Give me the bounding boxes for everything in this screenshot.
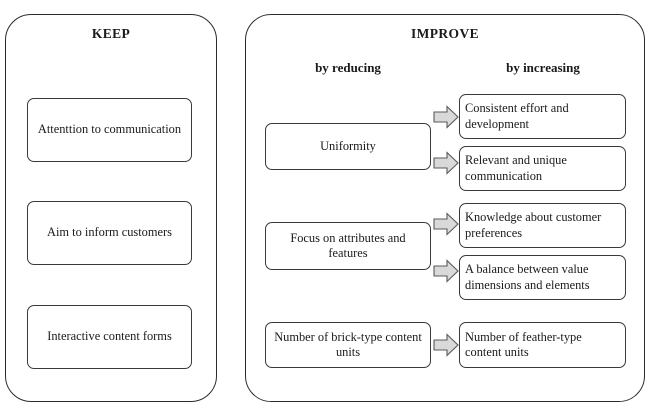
increase-item-label: Relevant and unique communication bbox=[465, 153, 567, 183]
column-heading-by-reducing: by reducing bbox=[315, 60, 381, 75]
column-heading-by-increasing: by increasing bbox=[506, 60, 580, 75]
increase-item-label: A balance between value dimensions and e… bbox=[465, 262, 590, 292]
increase-item-box: Relevant and unique communication bbox=[459, 146, 626, 191]
increase-item-box: Consistent effort and development bbox=[459, 94, 626, 139]
increase-item-box: A balance between value dimensions and e… bbox=[459, 255, 626, 300]
right-block-arrow-icon bbox=[433, 212, 459, 236]
increase-item-label: Knowledge about customer preferences bbox=[465, 210, 602, 240]
right-block-arrow-icon bbox=[433, 259, 459, 283]
keep-panel-title: KEEP bbox=[91, 26, 131, 41]
increase-item-label: Consistent effort and development bbox=[465, 101, 569, 131]
keep-item-label: Aim to inform customers bbox=[47, 225, 172, 240]
reduce-item-label: Number of brick-type content units bbox=[274, 329, 422, 359]
reduce-item-box: Number of brick-type content units bbox=[265, 322, 431, 368]
keep-item-label: Interactive content forms bbox=[47, 329, 172, 344]
right-block-arrow-icon bbox=[433, 105, 459, 129]
reduce-item-label: Uniformity bbox=[320, 138, 376, 153]
keep-item-box: Attenttion to communication bbox=[27, 98, 192, 162]
reduce-item-box: Focus on attributes and features bbox=[265, 222, 431, 270]
right-block-arrow-icon bbox=[433, 333, 459, 357]
reduce-item-box: Uniformity bbox=[265, 123, 431, 170]
right-block-arrow-icon bbox=[433, 151, 459, 175]
keep-item-box: Aim to inform customers bbox=[27, 201, 192, 265]
increase-item-box: Number of feather-type content units bbox=[459, 322, 626, 368]
keep-item-box: Interactive content forms bbox=[27, 305, 192, 369]
reduce-item-label: Focus on attributes and features bbox=[290, 230, 406, 260]
increase-item-label: Number of feather-type content units bbox=[465, 329, 582, 359]
increase-item-box: Knowledge about customer preferences bbox=[459, 203, 626, 248]
improve-panel-title: IMPROVE bbox=[410, 26, 480, 41]
keep-item-label: Attenttion to communication bbox=[37, 122, 182, 137]
